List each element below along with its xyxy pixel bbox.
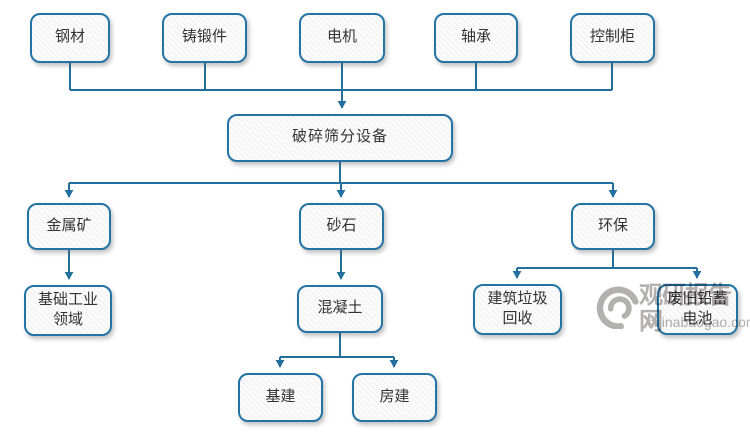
node-motor: 电机: [299, 13, 385, 63]
node-metal-ore: 金属矿: [27, 203, 111, 250]
node-castings-forgings: 铸锻件: [162, 13, 247, 63]
node-infrastructure: 基建: [238, 373, 323, 422]
node-housing-construction: 房建: [352, 373, 437, 422]
node-construction-waste-recycling: 建筑垃圾 回收: [473, 284, 562, 335]
node-concrete: 混凝土: [297, 285, 383, 333]
node-steel: 钢材: [30, 13, 110, 63]
node-crushing-screening-equipment: 破碎筛分设备: [227, 114, 453, 162]
node-sand-gravel: 砂石: [299, 203, 384, 250]
node-control-cabinet: 控制柜: [570, 13, 655, 63]
node-waste-lead-acid-battery: 废旧铅蓄 电池: [657, 284, 738, 335]
node-basic-industry-field: 基础工业 领域: [24, 285, 112, 336]
node-environmental-protection: 环保: [571, 203, 655, 250]
node-bearing: 轴承: [434, 13, 518, 63]
